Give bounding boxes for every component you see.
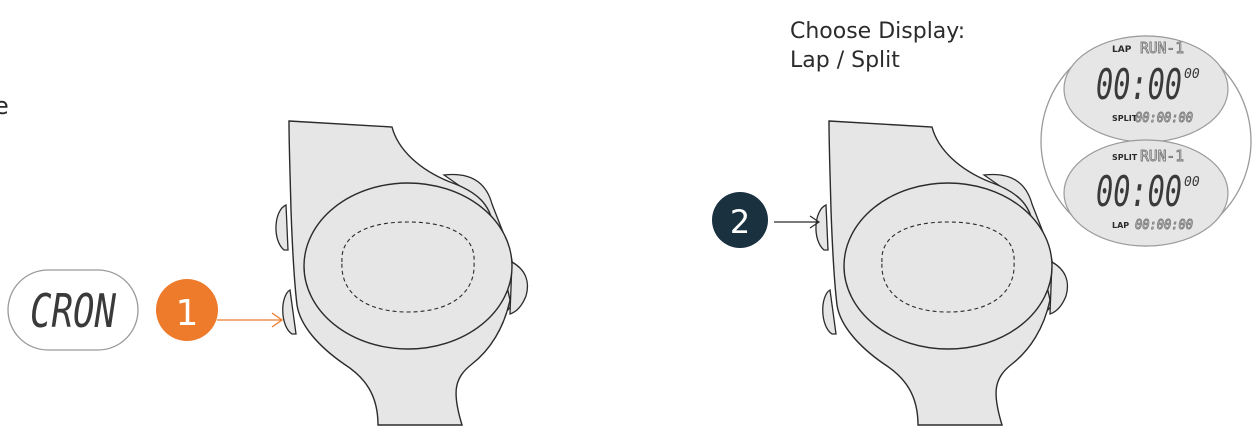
split-option-bottom-label: LAP — [1112, 221, 1129, 230]
lap-option-mode: RUN-1 — [1140, 39, 1184, 57]
step-1-arrow — [217, 312, 284, 328]
cron-display-text: CRON — [30, 284, 116, 338]
watch-illustration-1 — [275, 120, 529, 426]
step-2-arrow — [774, 215, 821, 229]
lap-option-hundredths: 00 — [1184, 67, 1200, 82]
step-2-number: 2 — [730, 203, 750, 241]
lap-option-bottom-label: SPLIT — [1112, 114, 1138, 123]
choose-display-subtitle: Lap / Split — [790, 48, 900, 73]
display-options-circle: LAP RUN-1 00:00 00 SPLIT 00:00:00 SPLIT … — [1040, 35, 1252, 247]
lap-option-sub-time: 00:00:00 — [1135, 111, 1193, 126]
split-option-sub-time: 00:00:00 — [1135, 218, 1193, 233]
lap-option-top-label: LAP — [1112, 45, 1132, 55]
split-option-top-label: SPLIT — [1112, 153, 1138, 162]
step-2-circle — [712, 192, 768, 248]
step-1-badge: 1 — [156, 279, 218, 341]
split-option-mode: RUN-1 — [1140, 147, 1184, 165]
choose-display-title: Choose Display: — [790, 19, 965, 44]
split-option-hundredths: 00 — [1184, 175, 1200, 190]
split-option-main-time: 00:00 — [1096, 167, 1182, 216]
lap-option-main-time: 00:00 — [1096, 60, 1182, 109]
watch-illustration-2 — [815, 120, 1069, 426]
cron-display-frame — [7, 269, 139, 351]
step-1-number: 1 — [176, 293, 199, 334]
step-1-circle — [156, 279, 218, 341]
cron-display: CRON — [7, 269, 139, 351]
split-display-option — [1063, 139, 1229, 247]
step-2-badge: 2 — [712, 192, 768, 248]
cut-off-text: e — [0, 92, 9, 120]
